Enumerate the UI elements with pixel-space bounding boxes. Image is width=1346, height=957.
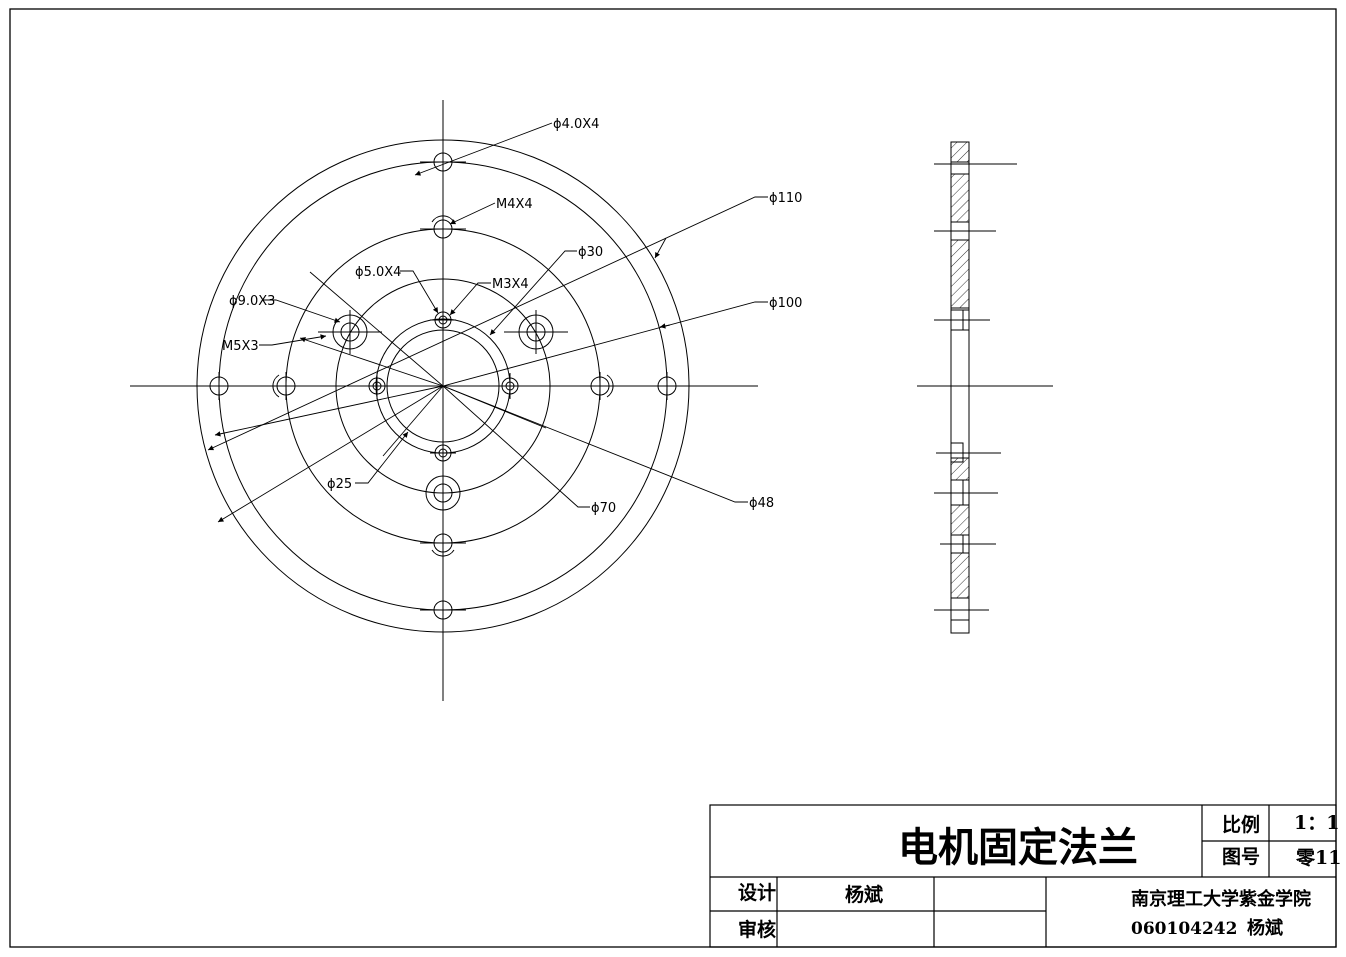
leader-phi70 — [299, 337, 590, 508]
hole-phi9-counterbore-bottom — [425, 475, 461, 511]
leader-m5 — [259, 334, 327, 346]
leader-m4 — [449, 202, 496, 225]
leader-phi4 — [414, 122, 553, 176]
bolt-circle-inner — [335, 278, 551, 494]
dim-m5x3: M5X3 — [222, 339, 259, 354]
holes-phi5 — [368, 311, 519, 462]
dim-phi100: ϕ100 — [769, 296, 802, 311]
leader-m3 — [449, 282, 491, 316]
student-id: 060104242 — [1131, 919, 1237, 939]
leader-phi5 — [400, 270, 439, 314]
review-label: 审核 — [738, 918, 776, 941]
hole-phi9-thread-bottom — [433, 483, 453, 503]
leader-phi25 — [355, 431, 409, 484]
holes-phi9 — [318, 310, 568, 511]
holes-m4 — [272, 215, 614, 557]
drawing-no-value: 零11 — [1295, 847, 1341, 869]
dim-phi4x4: ϕ4.0X4 — [553, 117, 599, 132]
leader-phi100 — [214, 301, 768, 437]
title-block-text: 电机固定法兰 比例 1：1 图号 零11 设计 杨斌 审核 南京理工大学紫金学院… — [738, 812, 1341, 941]
front-view — [130, 100, 768, 701]
drawing-no-label: 图号 — [1222, 846, 1260, 868]
leader-phi30 — [489, 250, 577, 336]
part-name: 电机固定法兰 — [898, 824, 1138, 871]
leader-phi9 — [262, 299, 341, 323]
leader-phi48 — [217, 385, 748, 523]
leader-lines — [207, 122, 768, 523]
dim-phi5x4: ϕ5.0X4 — [355, 265, 401, 280]
dim-phi25: ϕ25 — [327, 477, 352, 492]
dim-phi9x3: ϕ9.0X3 — [229, 294, 275, 309]
school-name: 南京理工大学紫金学院 — [1131, 888, 1311, 910]
dim-phi70: ϕ70 — [591, 501, 616, 516]
title-block — [709, 804, 1337, 948]
designer-name: 杨斌 — [845, 883, 883, 906]
side-view — [917, 141, 1053, 634]
holes-phi4 — [209, 152, 677, 620]
side-hole-lines — [934, 161, 1017, 621]
bore-circle — [386, 329, 500, 443]
design-label: 设计 — [738, 882, 776, 904]
student-name: 杨斌 — [1247, 917, 1283, 939]
dim-m3x4: M3X4 — [492, 277, 529, 292]
dimension-labels: ϕ4.0X4 M4X4 ϕ110 ϕ30 ϕ5.0X4 M3X4 ϕ9.0X3 … — [222, 117, 802, 516]
scale-value: 1：1 — [1294, 812, 1339, 834]
sheet-border — [9, 8, 1337, 948]
dim-m4x4: M4X4 — [496, 197, 533, 212]
dim-phi30: ϕ30 — [578, 245, 603, 260]
dim-phi48: ϕ48 — [749, 496, 774, 511]
leader-phi110 — [207, 196, 768, 451]
dim-phi110: ϕ110 — [769, 191, 802, 206]
outline-circle-outer — [196, 139, 690, 633]
scale-label: 比例 — [1222, 813, 1260, 836]
